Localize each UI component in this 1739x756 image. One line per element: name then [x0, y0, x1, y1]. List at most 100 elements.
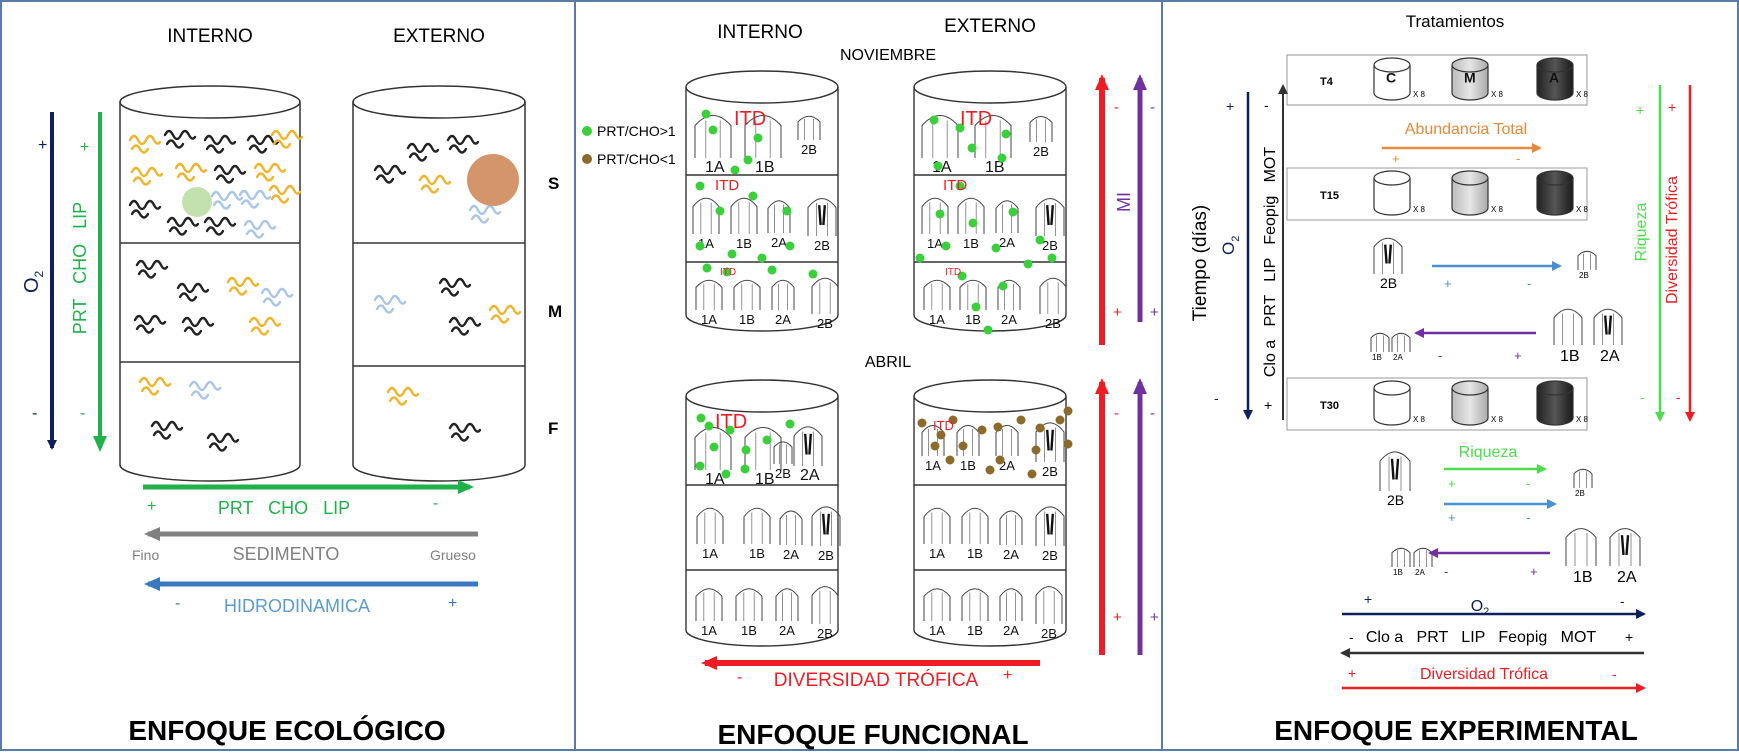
fun-group-label: 1B [736, 236, 752, 251]
organism-glyph [807, 198, 837, 236]
fun-ratio-dot [696, 413, 706, 423]
eco-particle-green [182, 187, 212, 217]
fun-itd-label: ITD [715, 411, 747, 433]
organism-glyph [923, 588, 951, 621]
fun-group-label: 1B [739, 312, 755, 327]
organism-glyph [733, 279, 761, 310]
worm-glyph [132, 176, 152, 186]
exp-cylinder-label: C [1386, 69, 1396, 85]
worm-glyph [450, 326, 470, 336]
fun-ratio-dot [1063, 406, 1073, 416]
worm-glyph [166, 216, 200, 228]
fun-group-label: 1A [925, 458, 941, 473]
fun-group-label: 2B [817, 316, 833, 331]
worm-glyph [228, 286, 248, 296]
exp-cylinder-count: X 8 [1491, 90, 1504, 99]
exp-diversity-plus: + [1668, 99, 1676, 115]
worm-glyph [205, 226, 225, 236]
fun-group-label: 2B [1042, 548, 1058, 563]
fun-cylinder [685, 70, 839, 332]
organism-glyph [730, 197, 758, 234]
eco-o2-label: O2 [21, 270, 46, 293]
fun-cylinders: 1A1B2B1A1B2A2B1A1B2A2BITDITDITD1A1B2B1A1… [685, 70, 1073, 647]
organism-glyph [1593, 308, 1623, 345]
organism-glyph [775, 588, 799, 621]
fun-itd-label: ITD [945, 267, 961, 278]
organism-glyph [961, 507, 989, 544]
fun-group-label: 2B [1042, 464, 1058, 479]
organism-glyph [811, 506, 841, 546]
fun-group-label: 1B [967, 623, 983, 638]
fun-ratio-dot [1027, 469, 1037, 479]
ecological-panel: INTERNO EXTERNO S M F + - O2 [21, 26, 562, 746]
fun-mi-nov-plus: + [1150, 304, 1159, 321]
exp-blue-arrow-1-minus: - [1527, 276, 1531, 291]
organism-glyph [1391, 332, 1411, 352]
fun-group-label: 2B [818, 548, 834, 563]
worm-glyph [375, 304, 395, 314]
exp-abundance-plus: + [1392, 151, 1400, 166]
organism-glyph [767, 200, 791, 233]
worm-glyph [408, 152, 428, 162]
fun-ratio-dot [993, 422, 1003, 432]
fun-group-label: 1B [749, 546, 765, 561]
worm-glyph [188, 380, 222, 392]
fun-ratio-dot [1001, 129, 1011, 139]
worm-glyph [270, 129, 304, 141]
fun-col-interno: INTERNO [717, 22, 803, 43]
organism-glyph [1553, 308, 1583, 345]
organism-glyph [793, 426, 823, 466]
worm-glyph [238, 189, 272, 201]
organism-glyph [1039, 277, 1067, 314]
organism-glyph [1029, 116, 1053, 142]
worm-glyph [490, 314, 510, 324]
fun-group-label: 1B [985, 159, 1005, 176]
fun-group-label: 2B [801, 142, 817, 157]
organism-glyph [735, 588, 763, 621]
exp-diversity-minus: - [1676, 389, 1681, 405]
organism-glyph [961, 588, 989, 621]
fun-ratio-dot [991, 243, 1001, 253]
worm-glyph [373, 294, 407, 306]
eco-sediment-coarse: Grueso [430, 547, 476, 563]
eco-prt-horizontal-plus: + [147, 498, 156, 515]
organism-glyph [1379, 451, 1411, 491]
exp-group-label: 1B [1573, 569, 1593, 586]
fun-ratio-dot [753, 133, 763, 143]
worm-glyph [178, 292, 198, 302]
fun-group-label: 1A [702, 546, 718, 561]
exp-bottom-diversity-label: Diversidad Trófica [1420, 666, 1548, 683]
fun-ratio-dot [968, 218, 978, 228]
eco-hydro-plus: + [448, 595, 457, 612]
exp-bottom-diversity-plus: + [1348, 665, 1356, 681]
exp-cylinder [1373, 57, 1411, 101]
fun-ratio-dot [1031, 445, 1041, 455]
fun-ratio-dot [930, 441, 940, 451]
exp-title: ENFOQUE EXPERIMENTAL [1274, 715, 1638, 746]
fun-group-label: 1A [705, 471, 725, 488]
organism-glyph [773, 441, 793, 464]
fun-cylinder [913, 379, 1067, 647]
exp-treatments-label: Tratamientos [1406, 12, 1505, 31]
organism-glyph [1373, 237, 1403, 274]
exp-gradient-minus: - [1264, 97, 1269, 113]
organism-glyph [923, 507, 951, 544]
fun-group-label: 2B [1033, 144, 1049, 159]
fun-group-label: 2A [783, 547, 799, 562]
worm-glyph [130, 209, 150, 219]
eco-hydro-label: HIDRODINAMICA [224, 596, 370, 616]
fun-group-label: 1A [929, 546, 945, 561]
worm-glyph [130, 144, 150, 154]
fun-group-label: 1B [755, 471, 775, 488]
fun-group-label: 1B [963, 236, 979, 251]
functional-panel: INTERNO EXTERNO NOVIEMBRE ABRIL PRT/CHO>… [582, 16, 1159, 750]
fun-ratio-dot [1035, 423, 1045, 433]
fun-mi-nov-minus: - [1150, 99, 1155, 116]
fun-ratio-dot [740, 464, 750, 474]
eco-cylinder-externo [352, 85, 526, 482]
organism-glyph [1565, 528, 1597, 566]
worm-glyph [165, 139, 185, 149]
fun-group-label: 1A [929, 312, 945, 327]
